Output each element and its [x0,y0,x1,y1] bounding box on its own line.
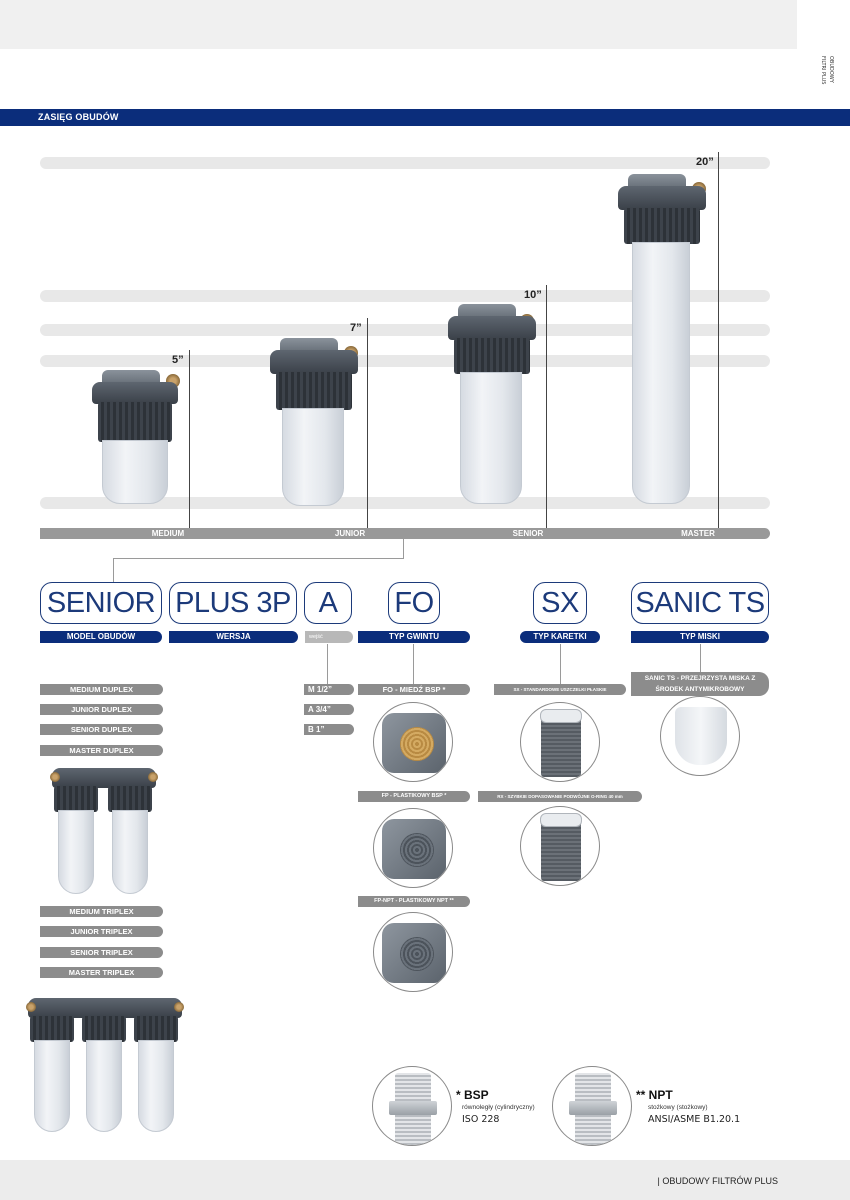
size-label-10: 10” [524,289,542,301]
footer-text: | OBUDOWY FILTRÓW PLUS [657,1176,778,1186]
connector-inlets [327,644,328,684]
size-label-20: 20” [696,156,714,168]
duplex-junior: JUNIOR DUPLEX [40,704,163,715]
housing-medium [88,368,184,504]
thread-fp-image [373,808,453,888]
bowl-type-line-1: SANIC TS - PRZEJRZYSTA MISKA Z [644,675,756,682]
size-marker-10 [546,285,547,528]
code-inlets: A [304,582,352,624]
range-line-20 [40,157,770,169]
triplex-medium: MEDIUM TRIPLEX [40,906,163,917]
thread-type-fo: FO - MIEDŹ BSP * [358,684,470,695]
section-header: ZASIĘG OBUDÓW [0,109,850,126]
code-version: PLUS 3P [169,582,297,624]
footer: | OBUDOWY FILTRÓW PLUS [0,1160,850,1200]
range-line-base [40,497,770,509]
npt-thread-image [552,1066,632,1146]
category-inlets: wejść [305,631,353,643]
thread-type-fp-npt: FP-NPT - PLASTIKOWY NPT ** [358,896,470,907]
thread-fp-npt-image [373,912,453,992]
housing-junior [266,336,362,506]
connector-thread [413,644,414,684]
duplex-master: MASTER DUPLEX [40,745,163,756]
category-version: WERSJA [169,631,298,643]
cartridge-type-sx: SX - STANDARDOWE USZCZELKI PŁASKIE [494,684,626,695]
size-marker-7 [367,318,368,528]
size-marker-20 [718,152,719,528]
bsp-standard: ISO 228 [462,1114,500,1125]
connector-down [403,539,404,559]
housing-senior [444,302,540,504]
code-thread: FO [388,582,440,624]
duplex-senior: SENIOR DUPLEX [40,724,163,735]
size-label-5: 5” [172,354,184,366]
thread-fo-image [373,702,453,782]
bowl-type-sanic: SANIC TS - PRZEJRZYSTA MISKA Z ŚRODEK AN… [631,672,769,696]
npt-title: ** NPT [636,1088,673,1102]
size-marker-5 [189,350,190,528]
size-label-7: 7” [350,322,362,334]
top-band [0,0,797,49]
housing-master [614,172,710,504]
thread-size-a: A 3/4” [304,704,354,715]
model-label-master: MASTER [681,529,715,538]
cartridge-rx-image [520,806,600,886]
bsp-thread-image [372,1066,452,1146]
bowl-sanic-image [660,696,740,776]
category-model: MODEL OBUDÓW [40,631,162,643]
section-title: ZASIĘG OBUDÓW [38,112,119,122]
range-line-5 [40,355,770,367]
triplex-master: MASTER TRIPLEX [40,967,163,978]
bsp-title: * BSP [456,1088,489,1102]
model-baseline [40,528,770,539]
model-label-senior: SENIOR [512,529,544,538]
code-bowl: SANIC TS [631,582,769,624]
category-bowl: TYP MISKI [631,631,769,643]
connector-cartridge [560,644,561,684]
thread-size-m: M 1/2” [304,684,354,695]
connector-elbow [113,558,404,582]
triplex-senior: SENIOR TRIPLEX [40,947,163,958]
bsp-subtitle: równoległy (cylindryczny) [462,1104,535,1111]
model-label-junior: JUNIOR [334,529,366,538]
duplex-housing-image [50,764,160,896]
category-cartridge: TYP KARETKI [520,631,600,643]
npt-subtitle: stożkowy (stożkowy) [648,1104,708,1111]
model-label-medium: MEDIUM [151,529,185,538]
code-cartridge: SX [533,582,587,624]
thread-size-b: B 1” [304,724,354,735]
category-thread: TYP GWINTU [358,631,470,643]
cartridge-type-rx: RX - SZYBKIE DOPASOWANIE PODWÓJNE O-RING… [478,791,642,802]
side-label-brand: FILTRI PLUS [820,56,826,85]
connector-bowl [700,644,701,674]
side-label-section: OBUDOWY [828,56,834,83]
range-line-7 [40,324,770,336]
bowl-type-line-2: ŚRODEK ANTYMIKROBOWY [655,686,745,693]
range-line-10 [40,290,770,302]
npt-standard: ANSI/ASME B1.20.1 [648,1114,741,1125]
triplex-housing-image [26,994,184,1134]
code-model: SENIOR [40,582,162,624]
thread-type-fp: FP - PLASTIKOWY BSP * [358,791,470,802]
cartridge-sx-image [520,702,600,782]
duplex-medium: MEDIUM DUPLEX [40,684,163,695]
triplex-junior: JUNIOR TRIPLEX [40,926,163,937]
